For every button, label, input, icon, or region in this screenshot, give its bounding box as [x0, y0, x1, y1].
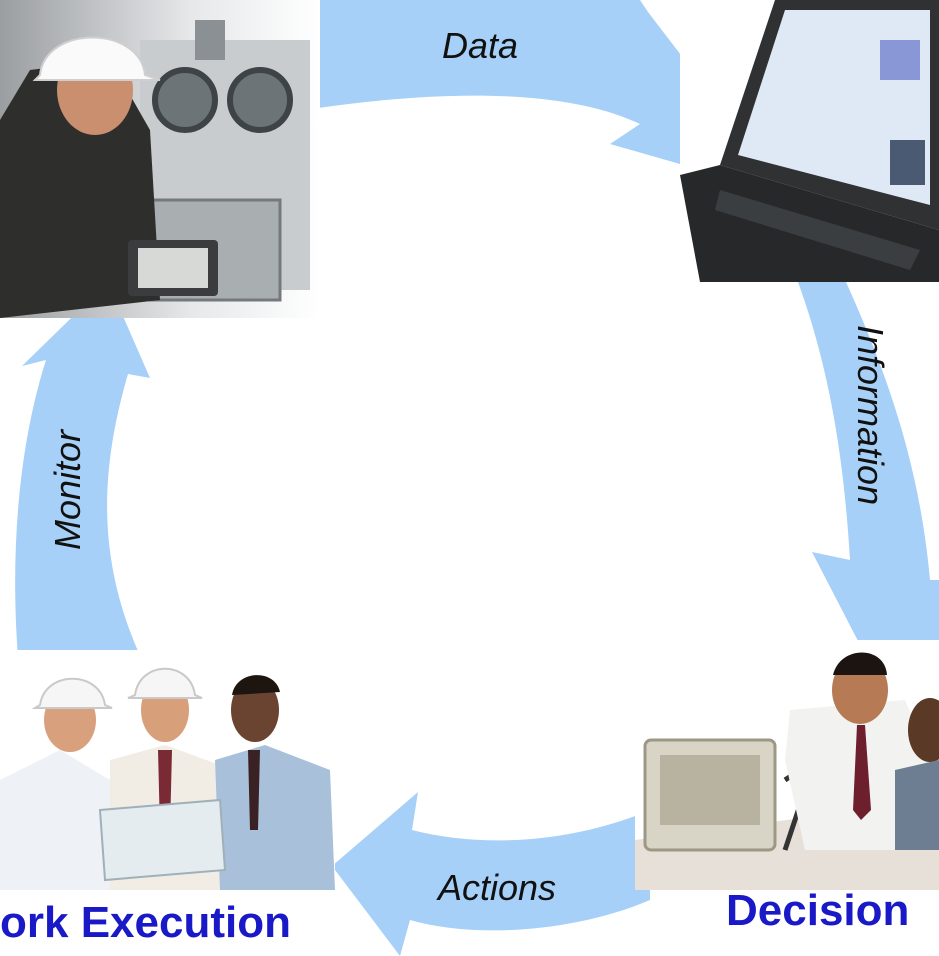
work-team-photo — [0, 650, 335, 890]
information-arrow — [798, 282, 939, 668]
data-label: Data — [442, 25, 518, 66]
data-arrow — [318, 0, 736, 176]
work-execution-label: ork Execution — [0, 898, 291, 947]
actions-arrow — [332, 792, 650, 956]
monitor-arrow — [15, 282, 151, 680]
laptop-software-photo — [680, 0, 939, 282]
decision-label: Decision — [726, 886, 910, 935]
information-label: Information — [850, 325, 891, 505]
field-inspection-photo — [0, 0, 320, 318]
decision-meeting-photo — [635, 640, 939, 890]
actions-label: Actions — [436, 867, 556, 908]
monitor-label: Monitor — [47, 428, 88, 550]
